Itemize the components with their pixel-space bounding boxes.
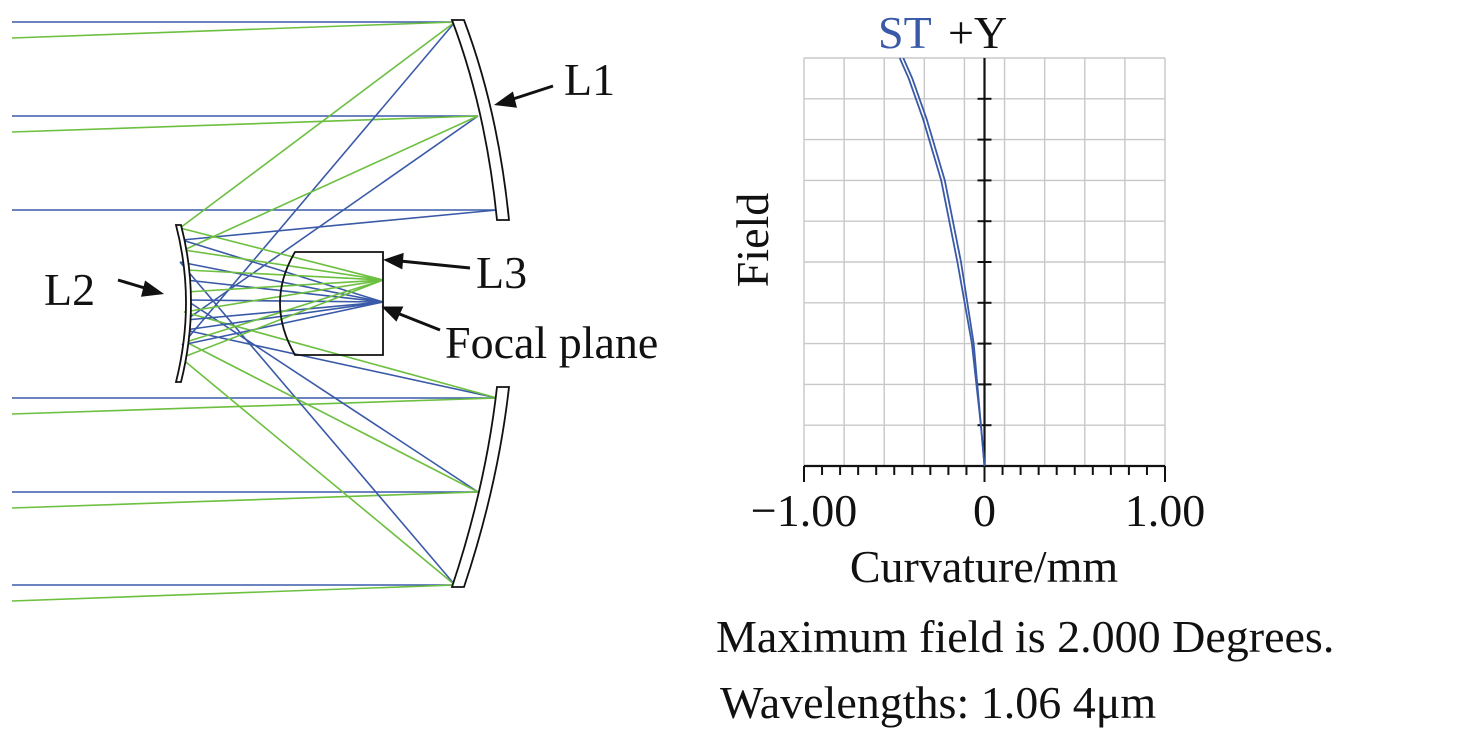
arrow <box>396 311 441 332</box>
label-l3: L3 <box>476 247 527 298</box>
ray <box>185 279 384 303</box>
arrow-head <box>493 91 517 108</box>
ray <box>179 227 384 281</box>
y-axis-label: Field <box>727 193 778 288</box>
ray <box>185 299 384 303</box>
arrow-head <box>141 280 165 297</box>
legend-st: ST <box>878 7 932 58</box>
ray <box>179 21 456 229</box>
ray <box>11 491 479 509</box>
mirror-l1-upper <box>450 19 510 221</box>
ray <box>183 115 479 251</box>
arrow <box>509 84 554 102</box>
ray <box>179 261 384 303</box>
ray <box>181 209 498 241</box>
arrow-head <box>383 252 404 270</box>
ray <box>181 239 384 303</box>
x-tick-label: 0 <box>973 485 996 536</box>
label-focal-plane: Focal plane <box>445 317 658 368</box>
label-l2: L2 <box>44 264 95 315</box>
ray <box>183 249 384 281</box>
callout-arrows <box>117 84 554 332</box>
ray <box>179 261 456 586</box>
x-tick-label: −1.00 <box>751 485 857 536</box>
lens-l3 <box>279 251 384 356</box>
ray-trace <box>11 21 498 602</box>
ray <box>11 21 456 39</box>
ray <box>11 397 498 415</box>
field-curvature-chart: −1.00 0 1.00 <box>751 57 1206 536</box>
ray <box>183 279 384 313</box>
ray <box>11 584 456 602</box>
ray <box>184 329 498 399</box>
note-max-field: Maximum field is 2.000 Degrees. <box>716 611 1334 662</box>
legend-plus-y: +Y <box>948 7 1007 58</box>
x-tick-label: 1.00 <box>1125 485 1206 536</box>
x-axis-label: Curvature/mm <box>850 541 1118 592</box>
ray <box>185 279 384 293</box>
mirror-l1-lower <box>450 386 511 588</box>
label-l1: L1 <box>564 54 615 105</box>
ray <box>11 115 479 133</box>
ray <box>180 357 456 586</box>
arrow-head <box>381 306 404 322</box>
ray <box>184 301 384 331</box>
arrow <box>117 278 149 291</box>
series-line <box>898 57 986 467</box>
ray <box>185 299 479 493</box>
ray <box>185 279 384 343</box>
ray <box>181 21 456 346</box>
arrow <box>399 259 471 270</box>
ray <box>185 341 479 493</box>
note-wavelengths: Wavelengths: 1.06 4μm <box>720 677 1156 728</box>
mirror-l2 <box>174 224 192 383</box>
